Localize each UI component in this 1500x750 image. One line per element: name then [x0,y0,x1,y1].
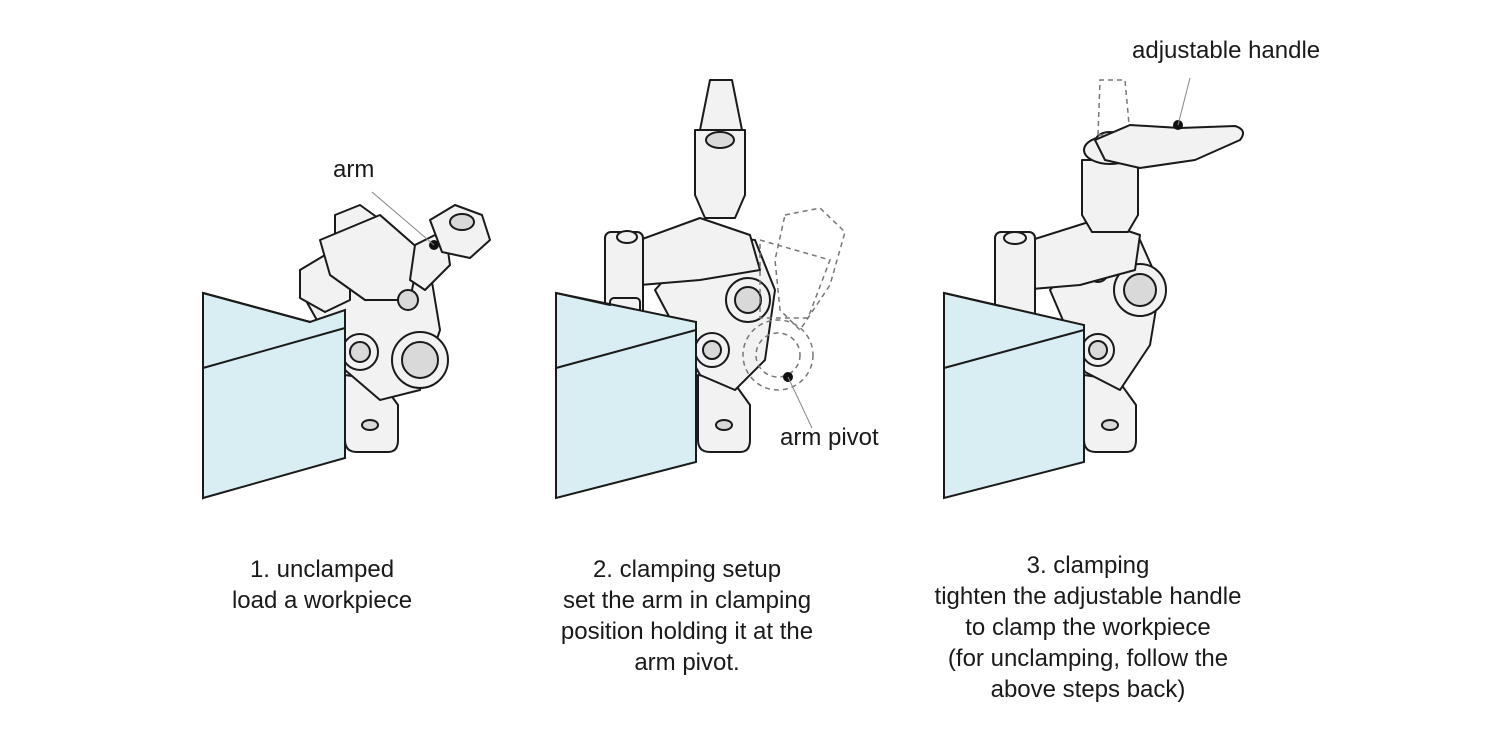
caption-line: set the arm in clamping [562,587,812,614]
step-2-illustration [555,79,846,500]
caption-line: to clamp the workpiece [965,614,1211,641]
callout-arm: arm [333,156,375,183]
caption-line: tighten the adjustable handle [934,583,1242,610]
step-2-caption: 2. clamping setup set the arm in clampin… [537,554,837,678]
caption-line: (for unclamping, follow the [947,645,1229,672]
step-3-illustration [943,77,1245,500]
callout-adjustable-handle: adjustable handle [1132,37,1321,64]
caption-line: position holding it at the [560,618,814,645]
callout-arm-pivot: arm pivot [780,424,879,451]
step-1-caption: 1. unclamped load a workpiece [197,554,447,616]
caption-line: 1. unclamped [249,556,395,583]
caption-line: 3. clamping [1026,552,1150,579]
step-1-illustration [202,191,491,500]
caption-line: load a workpiece [231,587,413,614]
caption-line: 2. clamping setup [592,556,782,583]
caption-line: above steps back) [990,676,1186,703]
step-3-caption: 3. clamping tighten the adjustable handl… [903,550,1273,705]
caption-line: arm pivot. [634,649,740,676]
